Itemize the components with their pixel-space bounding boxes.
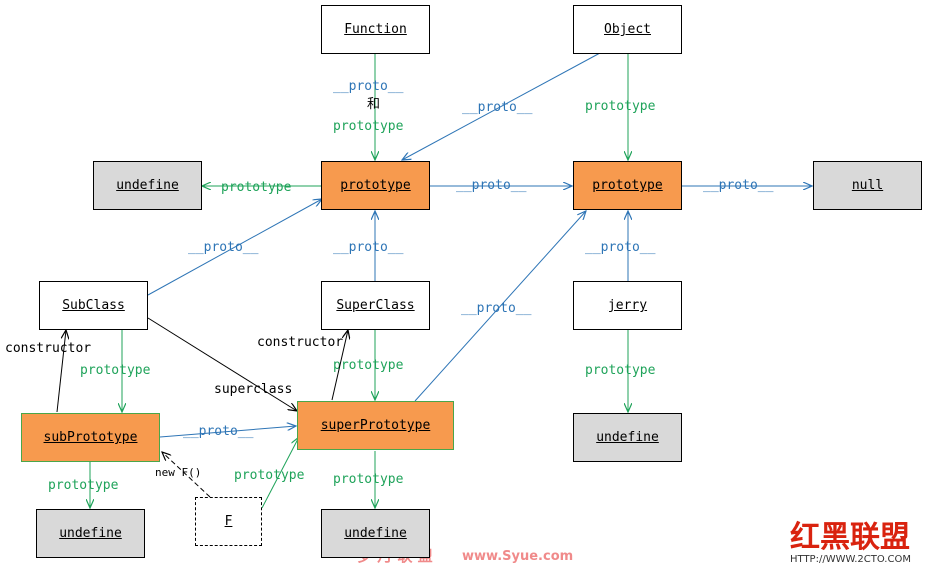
edge-label-subprototype-proto: __proto__ <box>183 424 254 439</box>
edge-label-function-proto: __proto__ <box>333 79 404 94</box>
edge-label-f-prototype: prototype <box>234 468 305 483</box>
edge-label-function-prototype-prototype: prototype <box>221 180 292 195</box>
edge-label-function-prototype: prototype <box>333 119 404 134</box>
edge-f-to-subprototype-new <box>162 452 211 498</box>
node-object: Object <box>573 5 682 54</box>
node-subclass: SubClass <box>39 281 148 330</box>
node-superprototype: superPrototype <box>297 401 454 450</box>
node-subprototype: subPrototype <box>21 413 160 462</box>
node-superclass: SuperClass <box>321 281 430 330</box>
edge-label-op-to-null-proto: __proto__ <box>703 178 774 193</box>
edge-subprototype-to-superprototype <box>159 426 296 438</box>
edge-label-super-constructor: constructor <box>257 335 343 350</box>
edge-label-superclass: superclass <box>214 382 292 397</box>
edge-label-superclass-proto: __proto__ <box>333 240 404 255</box>
edge-superprototype-to-object-prototype <box>414 211 586 402</box>
edge-superprototype-to-superclass-constructor <box>331 330 348 401</box>
edge-label-jerry-prototype: prototype <box>585 363 656 378</box>
edge-label-object-proto: __proto__ <box>462 100 533 115</box>
watermark-right: 红黑联盟 <box>790 520 910 555</box>
edge-label-superprototype-prototype: prototype <box>333 472 404 487</box>
node-function-prototype: prototype <box>321 161 430 210</box>
node-jerry: jerry <box>573 281 682 330</box>
edge-label-subprototype-prototype: prototype <box>48 478 119 493</box>
edge-f-to-superprototype <box>261 437 299 509</box>
edge-label-fp-to-op-proto: __proto__ <box>456 178 527 193</box>
node-undefine-super: undefine <box>321 509 430 558</box>
node-undefine-sub: undefine <box>36 509 145 558</box>
watermark-left-url: www.Syue.com <box>462 549 573 564</box>
node-f: F <box>195 497 262 546</box>
edge-subclass-to-function-prototype <box>147 199 322 296</box>
node-undefine-top: undefine <box>93 161 202 210</box>
edge-object-to-function-prototype <box>402 52 601 160</box>
edge-label-jerry-proto: __proto__ <box>585 240 656 255</box>
edge-label-superprototype-proto: __proto__ <box>461 301 532 316</box>
edge-subprototype-to-subclass-constructor <box>56 330 66 413</box>
edge-label-subclass-proto: __proto__ <box>188 240 259 255</box>
edge-label-superclass-prototype: prototype <box>333 358 404 373</box>
node-null: null <box>813 161 922 210</box>
edge-subclass-to-superprototype-superclass <box>147 317 297 411</box>
edge-label-new-f: new F() <box>155 466 201 479</box>
node-object-prototype: prototype <box>573 161 682 210</box>
edge-label-subclass-prototype: prototype <box>80 363 151 378</box>
edge-label-object-prototype: prototype <box>585 99 656 114</box>
edge-label-function-and: 和 <box>367 97 380 112</box>
node-undefine-jerry: undefine <box>573 413 682 462</box>
edge-label-sub-constructor: constructor <box>5 341 91 356</box>
watermark-right-url: HTTP://WWW.2CTO.COM <box>790 554 911 565</box>
node-function: Function <box>321 5 430 54</box>
